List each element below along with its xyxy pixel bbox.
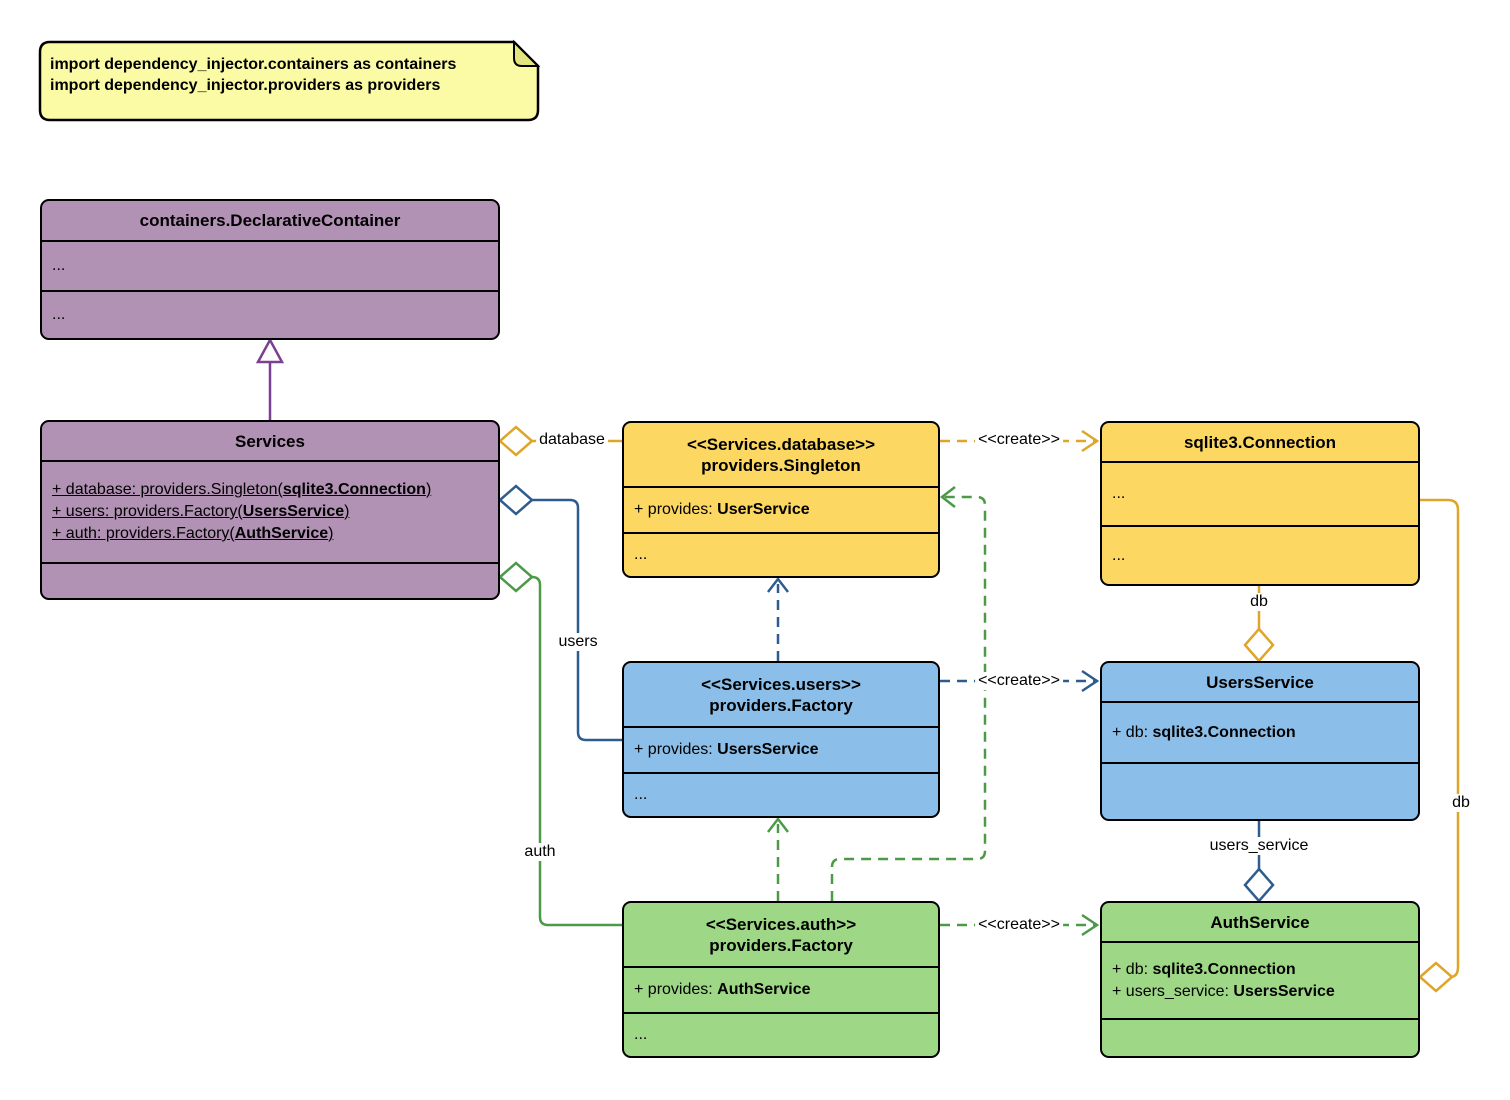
class-title: <<Services.auth>> providers.Factory [624, 903, 938, 966]
open-arrow-icon [1081, 429, 1100, 453]
attribute-provides: + provides: UserService [634, 501, 810, 518]
class-title: <<Services.users>> providers.Factory [624, 663, 938, 726]
class-fields: + db: sqlite3.Connection [1102, 701, 1418, 762]
class-fields: + provides: AuthService [624, 966, 938, 1012]
edge-label-users-service: users_service [1206, 837, 1312, 855]
class-stereotype: <<Services.users>> [701, 674, 861, 694]
class-stereotype: <<Services.auth>> [705, 914, 857, 934]
class-title: <<Services.database>> providers.Singleto… [624, 423, 938, 486]
attribute-auth: + auth: providers.Factory(AuthService) [52, 525, 334, 542]
inheritance-edge [255, 337, 285, 420]
aggregation-users-service-edge [1243, 821, 1275, 903]
dependency-users-to-singleton-edge [767, 576, 789, 661]
class-fields: + db: sqlite3.Connection + users_service… [1102, 941, 1418, 1018]
dependency-auth-to-users-edge [767, 816, 789, 901]
aggregation-db-auth-edge [1418, 498, 1460, 993]
open-arrow-icon [939, 486, 956, 508]
attribute-users-service: + users_service: UsersService [1112, 982, 1335, 1000]
edge-label-create-auth: <<create>> [975, 916, 1063, 934]
class-title: UsersService [1206, 672, 1314, 692]
class-services: Services + database: providers.Singleton… [40, 420, 500, 600]
class-sqlite3-connection: sqlite3.Connection ... ... [1100, 421, 1420, 586]
open-arrow-icon [1081, 669, 1100, 693]
class-title: Services [235, 431, 305, 451]
open-arrow-icon [767, 816, 789, 833]
note-line: import dependency_injector.providers as … [50, 77, 441, 94]
aggregation-diamond-icon [498, 561, 534, 593]
aggregation-diamond-icon [1243, 867, 1275, 903]
edge-label-create-users: <<create>> [975, 672, 1063, 690]
aggregation-diamond-icon [1418, 961, 1454, 993]
class-fields: + provides: UsersService [624, 726, 938, 772]
inheritance-triangle-icon [255, 337, 285, 364]
open-arrow-icon [1081, 913, 1100, 937]
class-methods-empty [42, 562, 498, 598]
class-fields: ... [1102, 461, 1418, 525]
attribute-database: + database: providers.Singleton(sqlite3.… [52, 481, 432, 498]
attribute-provides: + provides: UsersService [634, 741, 819, 758]
edge-label-auth: auth [521, 843, 559, 861]
aggregation-diamond-icon [498, 425, 534, 457]
class-database-singleton: <<Services.database>> providers.Singleto… [622, 421, 940, 578]
class-fields: ... [42, 240, 498, 290]
aggregation-users-edge [498, 484, 622, 742]
aggregation-diamond-icon [1243, 627, 1275, 663]
class-title: containers.DeclarativeContainer [139, 211, 401, 230]
class-methods: ... [42, 290, 498, 338]
edge-label-create-database: <<create>> [975, 431, 1063, 449]
edge-label-database: database [536, 431, 608, 449]
class-auth-factory: <<Services.auth>> providers.Factory + pr… [622, 901, 940, 1058]
class-fields: + provides: UserService [624, 486, 938, 532]
class-title: AuthService [1210, 912, 1310, 932]
attribute-users: + users: providers.Factory(UsersService) [52, 503, 350, 520]
edge-label-db-users: db [1247, 593, 1271, 611]
class-title: sqlite3.Connection [1183, 432, 1337, 452]
aggregation-auth-edge [498, 561, 622, 927]
aggregation-diamond-icon [498, 484, 534, 516]
class-fields: + database: providers.Singleton(sqlite3.… [42, 460, 498, 562]
class-stereotype: <<Services.database>> [686, 434, 876, 454]
edge-label-users: users [555, 633, 601, 651]
attribute-provides: + provides: AuthService [634, 981, 811, 998]
class-methods: ... [1102, 525, 1418, 584]
attribute-db: + db: sqlite3.Connection [1112, 960, 1296, 978]
note-line: import dependency_injector.containers as… [50, 56, 457, 73]
class-declarative-container: containers.DeclarativeContainer ... ... [40, 199, 500, 340]
edge-label-db-auth: db [1449, 794, 1473, 812]
imports-note: import dependency_injector.containers as… [40, 42, 538, 120]
class-methods-empty [1102, 1018, 1418, 1056]
class-auth-service: AuthService + db: sqlite3.Connection + u… [1100, 901, 1420, 1058]
class-users-service: UsersService + db: sqlite3.Connection [1100, 661, 1420, 821]
open-arrow-icon [767, 576, 789, 593]
class-methods-empty [1102, 762, 1418, 819]
class-users-factory: <<Services.users>> providers.Factory + p… [622, 661, 940, 818]
class-methods: ... [624, 1012, 938, 1056]
class-methods: ... [624, 532, 938, 576]
attribute-db: + db: sqlite3.Connection [1112, 723, 1296, 741]
class-methods: ... [624, 772, 938, 816]
